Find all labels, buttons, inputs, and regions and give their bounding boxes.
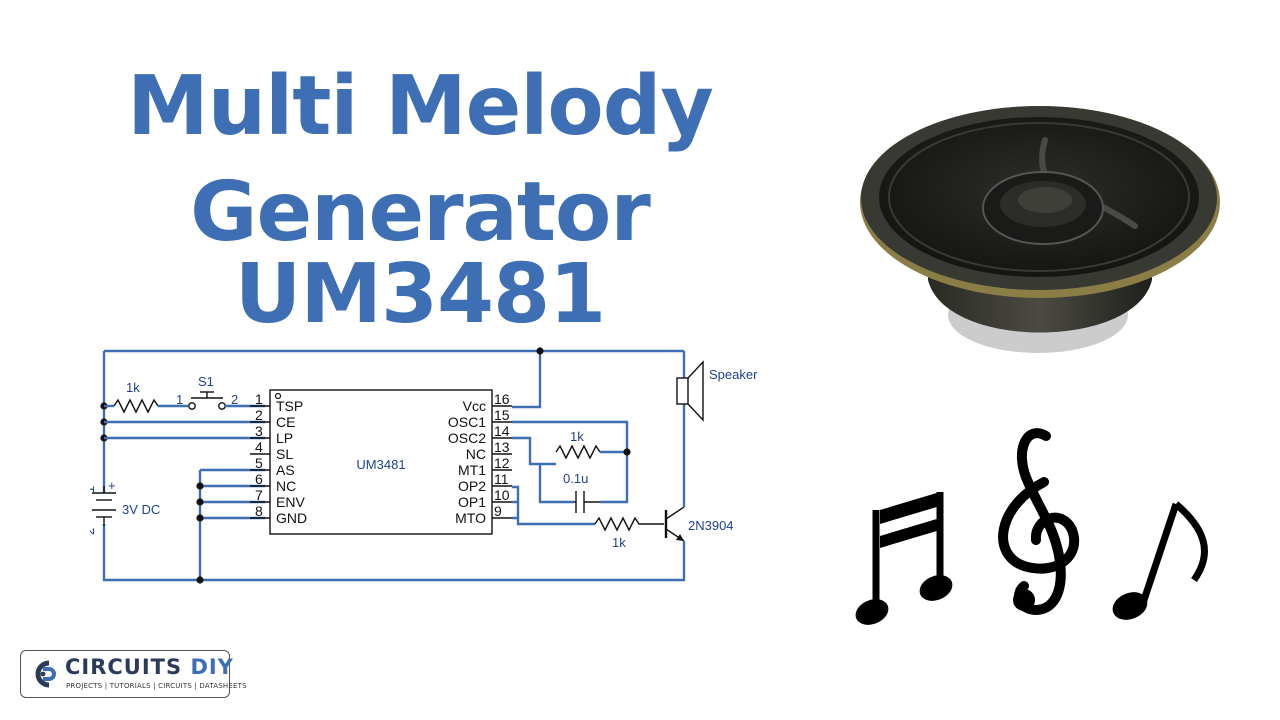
- battery-icon: [92, 486, 116, 526]
- beamed-notes-icon: [855, 492, 953, 625]
- base-resistor-label: 1k: [612, 535, 626, 550]
- ic-pin-name: AS: [276, 462, 295, 478]
- ic-pin-number: 10: [494, 487, 510, 503]
- ic-pin-number: 14: [494, 423, 510, 439]
- ic-pin-name: GND: [276, 510, 307, 526]
- capacitor-icon: [574, 491, 600, 513]
- eighth-note-icon: [1112, 501, 1208, 620]
- ic-pin-number: 2: [255, 407, 263, 423]
- switch-label: S1: [198, 374, 214, 389]
- switch-pin1: 1: [176, 392, 183, 407]
- ic-pin-name: NC: [276, 478, 296, 494]
- brand-accent: DIY: [190, 655, 234, 679]
- junction-dot: [196, 482, 204, 490]
- transistor-label: 2N3904: [688, 518, 734, 533]
- junction-dot: [196, 498, 204, 506]
- junction-dot: [196, 576, 204, 584]
- ic-pin-name: OSC2: [448, 430, 486, 446]
- ic-pin-number: 12: [494, 455, 510, 471]
- circuit-schematic: + 1 2 3V DC 1k S1 1 2 UM3481 1TSP2CE3LP4…: [90, 347, 758, 584]
- battery-pin1: 1: [90, 486, 97, 493]
- capacitor-label: 0.1u: [563, 471, 588, 486]
- ic-pin-number: 6: [255, 471, 263, 487]
- ic-pin-number: 16: [494, 391, 510, 407]
- switch-pin2: 2: [231, 392, 238, 407]
- brand-main: CIRCUITS: [65, 655, 183, 679]
- ic-pin-name: ENV: [276, 494, 305, 510]
- pin1-dot: [274, 392, 282, 400]
- ic-pin-name: MT1: [458, 462, 486, 478]
- battery-plus: +: [108, 478, 116, 493]
- treble-clef-icon: [998, 428, 1079, 616]
- circuits-diy-logo: CIRCUITS DIY PROJECTS | TUTORIALS | CIRC…: [20, 650, 247, 698]
- ic-pin-name: TSP: [276, 398, 303, 414]
- ic-pin-number: 8: [255, 503, 263, 519]
- battery-pin2: 2: [90, 528, 97, 535]
- junction-dot: [536, 347, 544, 355]
- ic-pin-name: MTO: [455, 510, 486, 526]
- input-resistor-label: 1k: [126, 380, 140, 395]
- junction-dot: [196, 514, 204, 522]
- battery-label: 3V DC: [122, 502, 160, 517]
- ic-pin-number: 13: [494, 439, 510, 455]
- music-notes-icon: [855, 428, 1208, 625]
- speaker-symbol-icon: [676, 360, 704, 422]
- circuit-logo-icon: [35, 660, 56, 688]
- page-title-line1: Multi Melody: [127, 59, 714, 154]
- ic-pin-number: 9: [494, 503, 502, 519]
- ic-pin-number: 1: [255, 391, 263, 407]
- junction-dot: [623, 448, 631, 456]
- speaker-icon: [860, 106, 1220, 353]
- ic-pin-name: OSC1: [448, 414, 486, 430]
- push-switch-icon: [188, 391, 226, 410]
- ic-pin-name: LP: [276, 430, 293, 446]
- ic-um3481: [269, 389, 493, 535]
- ic-pin-name: Vcc: [463, 398, 486, 414]
- ic-pin-number: 15: [494, 407, 510, 423]
- ic-pin-name: SL: [276, 446, 293, 462]
- ic-pin-name: OP1: [458, 494, 486, 510]
- ic-pin-name: NC: [466, 446, 486, 462]
- ic-pin-number: 3: [255, 423, 263, 439]
- ic-pin-name: OP2: [458, 478, 486, 494]
- brand-tagline: PROJECTS | TUTORIALS | CIRCUITS | DATASH…: [66, 682, 247, 690]
- ic-label: UM3481: [356, 457, 405, 472]
- ic-pin-number: 7: [255, 487, 263, 503]
- transistor-icon: [664, 506, 685, 542]
- ic-pin-number: 5: [255, 455, 263, 471]
- brand-name: CIRCUITS DIY: [65, 657, 234, 678]
- osc-resistor-label: 1k: [570, 429, 584, 444]
- ic-pin-number: 4: [255, 439, 263, 455]
- ic-pin-number: 11: [494, 471, 509, 487]
- page-title-line2: Generator UM3481: [190, 165, 651, 342]
- ic-pin-name: CE: [276, 414, 295, 430]
- speaker-label: Speaker: [709, 367, 758, 382]
